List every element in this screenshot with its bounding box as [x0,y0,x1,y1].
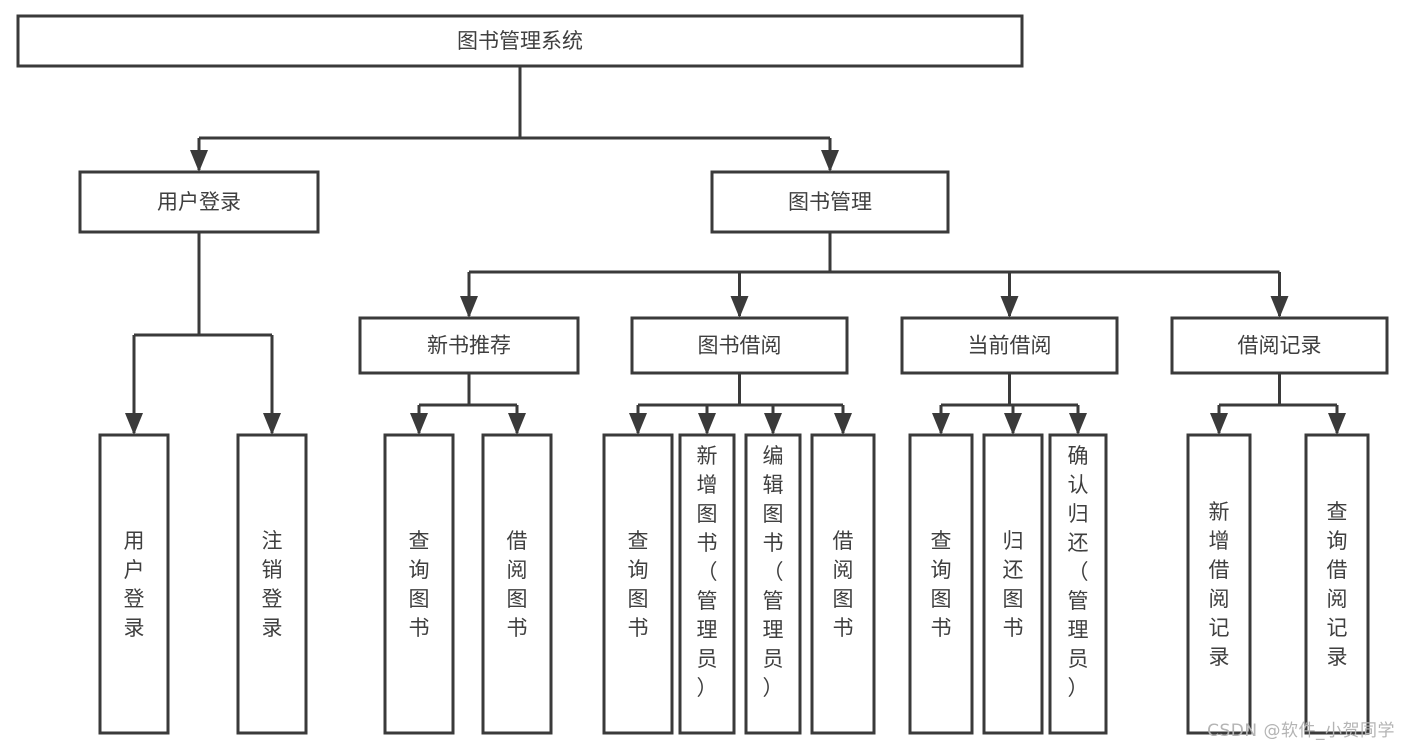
arrow-head-icon [1069,413,1087,435]
node-l3-2[interactable]: 当前借阅 [900,316,1119,375]
node-box [98,433,170,735]
node-label: 查询借阅记录 [1327,500,1348,669]
node-label: 新书推荐 [427,334,511,358]
arrow-head-icon [1000,296,1019,318]
node-box [982,433,1044,735]
node-box [78,170,320,234]
arrow-head-icon [460,296,478,318]
node-label: 查询图书 [409,529,430,640]
node-label: 借阅图书 [507,529,528,640]
node-label: 借阅记录 [1238,334,1322,358]
node-label: 归还图书 [1003,529,1024,640]
node-label: 查询图书 [931,529,952,640]
arrow-head-icon [1270,296,1289,318]
node-box [744,433,802,735]
node-box [1186,433,1252,735]
arrow-head-icon [1328,413,1346,435]
node-box [1304,433,1370,735]
node-leaf-6[interactable]: 编辑图书（管理员） [744,433,802,735]
node-leaf-5[interactable]: 新增图书（管理员） [678,433,736,735]
arrow-head-icon [629,413,647,435]
node-label: 借阅图书 [833,529,854,640]
node-label: 新增借阅记录 [1209,500,1230,669]
node-leaf-3[interactable]: 借阅图书 [481,433,553,735]
node-box [1048,433,1108,735]
connector-layer [125,66,1346,435]
node-box [908,433,974,735]
node-leaf-8[interactable]: 查询图书 [908,433,974,735]
node-box [630,316,849,375]
node-leaf-1[interactable]: 注销登录 [236,433,308,735]
node-label: 图书管理 [788,190,872,214]
node-label: 编辑图书（管理员） [763,444,784,700]
node-layer: 图书管理系统用户登录图书管理新书推荐图书借阅当前借阅借阅记录用户登录注销登录查询… [16,14,1389,735]
node-l2-0[interactable]: 用户登录 [78,170,320,234]
node-box [481,433,553,735]
node-leaf-9[interactable]: 归还图书 [982,433,1044,735]
node-box [236,433,308,735]
node-box [810,433,876,735]
arrow-head-icon [730,296,749,318]
arrow-head-icon [698,413,716,435]
node-label: 确认归还（管理员） [1068,444,1089,700]
node-box [602,433,674,735]
node-leaf-4[interactable]: 查询图书 [602,433,674,735]
arrow-head-icon [821,150,839,172]
node-label: 注销登录 [262,529,283,640]
node-label: 用户登录 [124,529,145,640]
node-box [900,316,1119,375]
node-root-0[interactable]: 图书管理系统 [16,14,1024,68]
node-l3-1[interactable]: 图书借阅 [630,316,849,375]
node-leaf-12[interactable]: 查询借阅记录 [1304,433,1370,735]
arrow-head-icon [932,413,950,435]
node-label: 当前借阅 [968,334,1052,358]
node-label: 新增图书（管理员） [697,444,718,700]
node-leaf-11[interactable]: 新增借阅记录 [1186,433,1252,735]
arrow-head-icon [764,413,782,435]
node-label: 图书管理系统 [457,29,583,53]
node-l3-0[interactable]: 新书推荐 [358,316,580,375]
arrow-head-icon [410,413,428,435]
arrow-head-icon [190,150,208,172]
node-leaf-10[interactable]: 确认归还（管理员） [1048,433,1108,735]
arrow-head-icon [834,413,852,435]
arrow-head-icon [263,413,281,435]
node-box [358,316,580,375]
node-box [1170,316,1389,375]
node-l3-3[interactable]: 借阅记录 [1170,316,1389,375]
node-leaf-2[interactable]: 查询图书 [383,433,455,735]
node-box [16,14,1024,68]
node-box [383,433,455,735]
arrow-head-icon [1210,413,1228,435]
node-l2-1[interactable]: 图书管理 [710,170,950,234]
arrow-head-icon [508,413,526,435]
node-label: 查询图书 [628,529,649,640]
arrow-head-icon [1004,413,1022,435]
arrow-head-icon [125,413,143,435]
node-label: 图书借阅 [698,334,782,358]
node-leaf-7[interactable]: 借阅图书 [810,433,876,735]
node-leaf-0[interactable]: 用户登录 [98,433,170,735]
node-box [710,170,950,234]
csdn-watermark: CSDN @软件_小贺同学 [1207,721,1395,741]
node-label: 用户登录 [157,190,241,214]
node-box [678,433,736,735]
